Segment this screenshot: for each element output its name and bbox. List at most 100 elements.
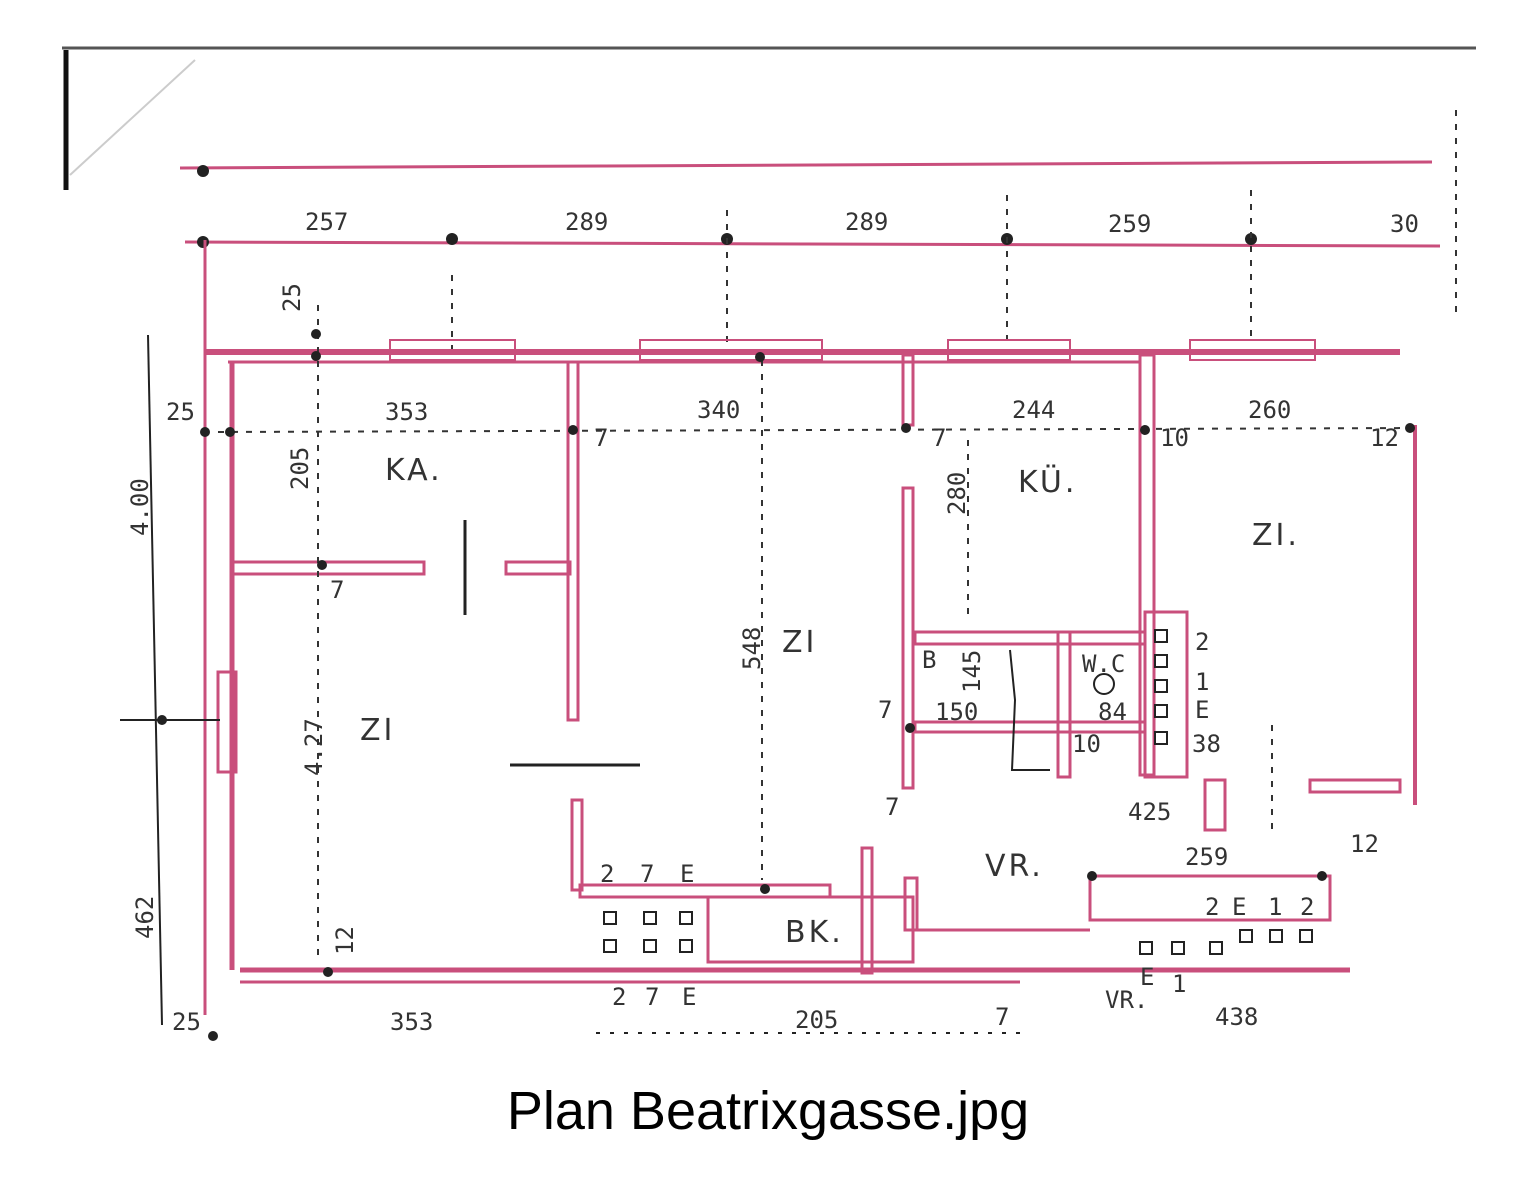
wall-ka-south-b bbox=[504, 560, 572, 576]
room-zi-left: ZI bbox=[360, 713, 395, 748]
shaft-mark bbox=[679, 939, 693, 953]
stair-mark: 2 bbox=[1205, 893, 1219, 921]
window-kue bbox=[947, 339, 1071, 361]
dim-marker bbox=[208, 1031, 218, 1041]
window-west bbox=[216, 670, 238, 774]
bath-curve bbox=[1009, 649, 1050, 771]
dim-bottom-353: 353 bbox=[390, 1008, 433, 1036]
dim-145: 145 bbox=[958, 650, 986, 693]
dim-marker bbox=[311, 329, 321, 339]
dim-marker-7a: 7 bbox=[594, 424, 608, 452]
dim-7e: 7 bbox=[885, 793, 899, 821]
wall-bk-west bbox=[570, 798, 584, 892]
dim-462: 462 bbox=[131, 896, 159, 939]
dim-12: 12 bbox=[331, 926, 359, 955]
shaft-mark bbox=[1154, 679, 1168, 693]
stair-mark: E bbox=[682, 983, 696, 1011]
wall-ka-south bbox=[230, 560, 426, 576]
dim-marker bbox=[568, 425, 578, 435]
room-b: B bbox=[922, 646, 936, 674]
dim-marker bbox=[157, 715, 167, 725]
dim-marker bbox=[446, 233, 458, 245]
shaft-mark bbox=[1269, 929, 1283, 943]
stair-mark: 2 bbox=[600, 860, 614, 888]
shaft-mark bbox=[643, 911, 657, 925]
dim-280: 280 bbox=[943, 472, 971, 515]
scan-fold-line bbox=[69, 59, 196, 176]
dim-top-2: 289 bbox=[845, 208, 888, 236]
window-ka bbox=[389, 339, 516, 361]
dim-marker bbox=[905, 723, 915, 733]
dim-marker bbox=[1317, 871, 1327, 881]
shaft-mark bbox=[1209, 941, 1223, 955]
dim-marker bbox=[1140, 425, 1150, 435]
wall-vr-west bbox=[860, 846, 874, 975]
dim-marker bbox=[197, 165, 209, 177]
dim-marker-10: 10 bbox=[1160, 424, 1189, 452]
dim-marker bbox=[760, 884, 770, 894]
image-caption: Plan Beatrixgasse.jpg bbox=[506, 1081, 1030, 1141]
dim-bottom-7: 7 bbox=[995, 1003, 1009, 1031]
window-zi bbox=[639, 339, 823, 361]
wall-bk-north bbox=[578, 883, 832, 899]
shaft-mark bbox=[1299, 929, 1313, 943]
dim-row-1: 353 bbox=[385, 398, 428, 426]
room-zi-center: ZI bbox=[782, 625, 817, 660]
stair-mark: 1 bbox=[1195, 668, 1209, 696]
room-vr2: VR. bbox=[1105, 986, 1148, 1014]
dim-row-0: 25 bbox=[166, 398, 195, 426]
wall-zi-south bbox=[1308, 778, 1402, 794]
dim-259: 259 bbox=[1185, 843, 1228, 871]
dim-top-4: 30 bbox=[1390, 210, 1419, 238]
shaft bbox=[1143, 610, 1189, 779]
dim-marker-12: 12 bbox=[1370, 424, 1399, 452]
stair-mark: 2 bbox=[1300, 893, 1314, 921]
dim-marker bbox=[311, 351, 321, 361]
window-zi-right bbox=[1189, 339, 1316, 361]
dim-row-4: 260 bbox=[1248, 396, 1291, 424]
dim-548: 548 bbox=[738, 627, 766, 670]
dim-7d: 7 bbox=[878, 696, 892, 724]
dim-84: 84 bbox=[1098, 698, 1127, 726]
shaft-mark bbox=[679, 911, 693, 925]
dim-west-outer bbox=[147, 334, 163, 1026]
dim-row-2: 340 bbox=[697, 396, 740, 424]
dim-150: 150 bbox=[935, 698, 978, 726]
dim-marker-7c: 7 bbox=[330, 576, 344, 604]
shaft-mark bbox=[1154, 629, 1168, 643]
room-wc: W.C bbox=[1082, 650, 1125, 678]
stair-mark: 7 bbox=[640, 860, 654, 888]
shaft-mark bbox=[603, 911, 617, 925]
room-ka: KA. bbox=[385, 453, 443, 488]
dim-marker bbox=[225, 427, 235, 437]
wall-ka-zi bbox=[566, 360, 580, 722]
room-vr: VR. bbox=[985, 849, 1044, 884]
stair-mark: E bbox=[1140, 963, 1154, 991]
wall-kue-zi bbox=[1138, 353, 1156, 777]
stair-mark: 2 bbox=[1195, 628, 1209, 656]
dim-25-bottom: 25 bbox=[172, 1008, 201, 1036]
shaft-mark bbox=[643, 939, 657, 953]
wall-bath-wc bbox=[1056, 630, 1072, 779]
shaft-mark bbox=[1239, 929, 1253, 943]
stair-mark: 1 bbox=[1172, 970, 1186, 998]
door-frame bbox=[1203, 778, 1227, 832]
dim-400: 4.00 bbox=[126, 478, 154, 536]
stair-mark: 2 bbox=[612, 983, 626, 1011]
dim-427: 4.27 bbox=[300, 718, 328, 776]
stair-mark: E bbox=[1232, 893, 1246, 921]
room-bk: BK. bbox=[785, 915, 844, 950]
dim-top-3: 259 bbox=[1108, 210, 1151, 238]
stair-mark: 7 bbox=[645, 983, 659, 1011]
shaft-mark bbox=[603, 939, 617, 953]
dim-marker bbox=[197, 236, 209, 248]
second-dimension-line bbox=[184, 240, 1441, 248]
dim-bottom-205: 205 bbox=[795, 1006, 838, 1034]
wall-zi-kue bbox=[901, 486, 915, 790]
dim-marker bbox=[200, 427, 210, 437]
dim-marker bbox=[755, 352, 765, 362]
stair-mark: E bbox=[680, 860, 694, 888]
dim-top-0: 257 bbox=[305, 208, 348, 236]
